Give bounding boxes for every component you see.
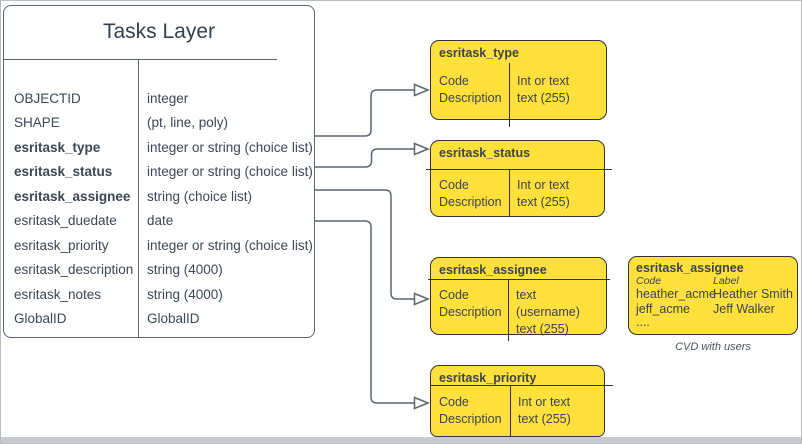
title-divider [3, 59, 277, 60]
domain-title: esritask_type [439, 46, 519, 60]
field-name: esritask_notes [14, 286, 102, 302]
open-arrow-icon [413, 396, 430, 410]
domain-column-divider [509, 63, 510, 127]
domain-title: esritask_priority [439, 371, 537, 385]
domain-title: esritask_status [439, 146, 531, 160]
table-row: esritask_type integer or string (choice l… [4, 135, 314, 160]
field-type: string (4000) [147, 262, 223, 278]
open-arrow-icon [413, 83, 430, 97]
cvd-title: esritask_assignee [636, 261, 744, 275]
cvd-code: jeff_acme [636, 302, 690, 316]
table-row: esritask_description string (4000) [4, 258, 314, 283]
table-row: esritask_notes string (4000) [4, 282, 314, 307]
cvd-code: heather_acme [636, 287, 716, 301]
table-row: GlobalID GlobalID [4, 307, 314, 332]
domain-header-divider [428, 279, 610, 280]
field-type: (pt, line, poly) [147, 115, 229, 131]
field-name: GlobalID [14, 311, 67, 327]
tasks-layer-table: Tasks Layer OBJECTID integer SHAPE (pt, li… [3, 5, 315, 338]
table-row: esritask_priority integer or string (choi… [4, 233, 314, 258]
field-name: esritask_description [14, 262, 134, 278]
table-row: esritask_duedate date [4, 209, 314, 234]
field-name: SHAPE [14, 115, 60, 131]
field-type: integer or string (choice list) [147, 237, 313, 253]
field-type: date [147, 213, 174, 229]
field-name: esritask_type [14, 139, 101, 155]
connector-esritask-type [315, 83, 430, 137]
cvd-col-header-label: Label [713, 275, 739, 287]
domain-title: esritask_assignee [439, 263, 547, 277]
domain-right-cells: text (username)text (255) [516, 288, 580, 336]
cvd-col-header-code: Code [636, 275, 662, 287]
table-row: esritask_assignee string (choice list) [4, 184, 314, 209]
field-type: GlobalID [147, 311, 200, 327]
field-name: esritask_priority [14, 237, 109, 253]
cvd-caption: CVD with users [675, 341, 751, 353]
field-type: integer or string (choice list) [147, 139, 313, 155]
cvd-more-dots: .... [636, 315, 650, 329]
field-type: string (choice list) [147, 188, 253, 204]
column-divider [138, 59, 139, 337]
field-name: esritask_duedate [14, 213, 117, 229]
table-row: SHAPE (pt, line, poly) [4, 111, 314, 136]
field-type: integer [147, 90, 189, 106]
table-row: esritask_status integer or string (choice… [4, 160, 314, 185]
cvd-box-esritask-assignee: esritask_assignee Code Label heather_acm… [628, 256, 798, 335]
field-type: string (4000) [147, 286, 223, 302]
field-rows: OBJECTID integer SHAPE (pt, line, poly) es… [4, 86, 314, 331]
domain-column-divider [508, 279, 509, 341]
window-bottom-edge [0, 437, 802, 444]
connector-esritask-status [315, 142, 430, 168]
domain-column-divider [509, 169, 510, 216]
cvd-label: Jeff Walker [713, 302, 775, 316]
field-name: esritask_status [14, 164, 113, 180]
table-title: Tasks Layer [102, 20, 216, 43]
connector-esritask-priority [315, 220, 430, 410]
cvd-label: Heather Smith [713, 287, 793, 301]
domain-column-divider [510, 385, 511, 437]
domain-header-divider [426, 169, 612, 170]
field-name: esritask_assignee [14, 188, 131, 204]
field-type: integer or string (choice list) [147, 164, 313, 180]
open-arrow-icon [413, 142, 430, 156]
connector-esritask-assignee [315, 189, 430, 306]
field-name: OBJECTID [14, 90, 81, 106]
domain-header-divider [431, 385, 613, 386]
open-arrow-icon [413, 292, 430, 306]
table-row: OBJECTID integer [4, 86, 314, 111]
